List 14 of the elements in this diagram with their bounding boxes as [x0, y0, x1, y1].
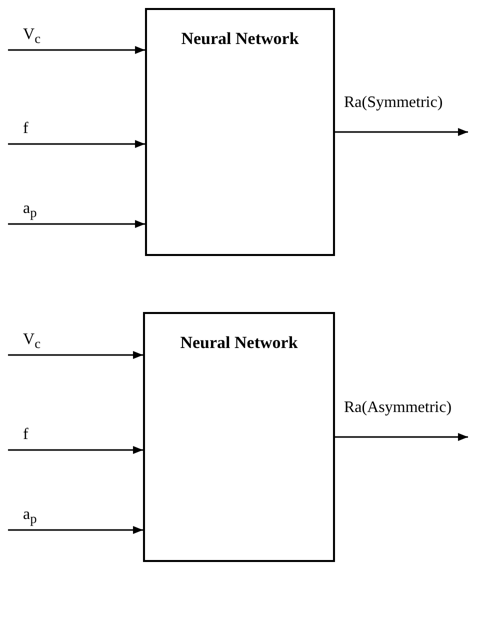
box-title: Neural Network [179, 332, 299, 353]
arrow [8, 526, 143, 534]
box-title: Neural Network [180, 28, 300, 49]
arrow [8, 351, 143, 359]
arrow [335, 128, 468, 136]
arrow [8, 46, 145, 54]
process-box [143, 312, 335, 562]
edge-label: Ra(Symmetric) [343, 94, 444, 112]
arrow [8, 220, 145, 228]
arrow [8, 446, 143, 454]
arrow [335, 433, 468, 441]
edge-label: Ra(Asymmetric) [343, 399, 453, 417]
process-box [145, 8, 335, 256]
arrow [8, 140, 145, 148]
